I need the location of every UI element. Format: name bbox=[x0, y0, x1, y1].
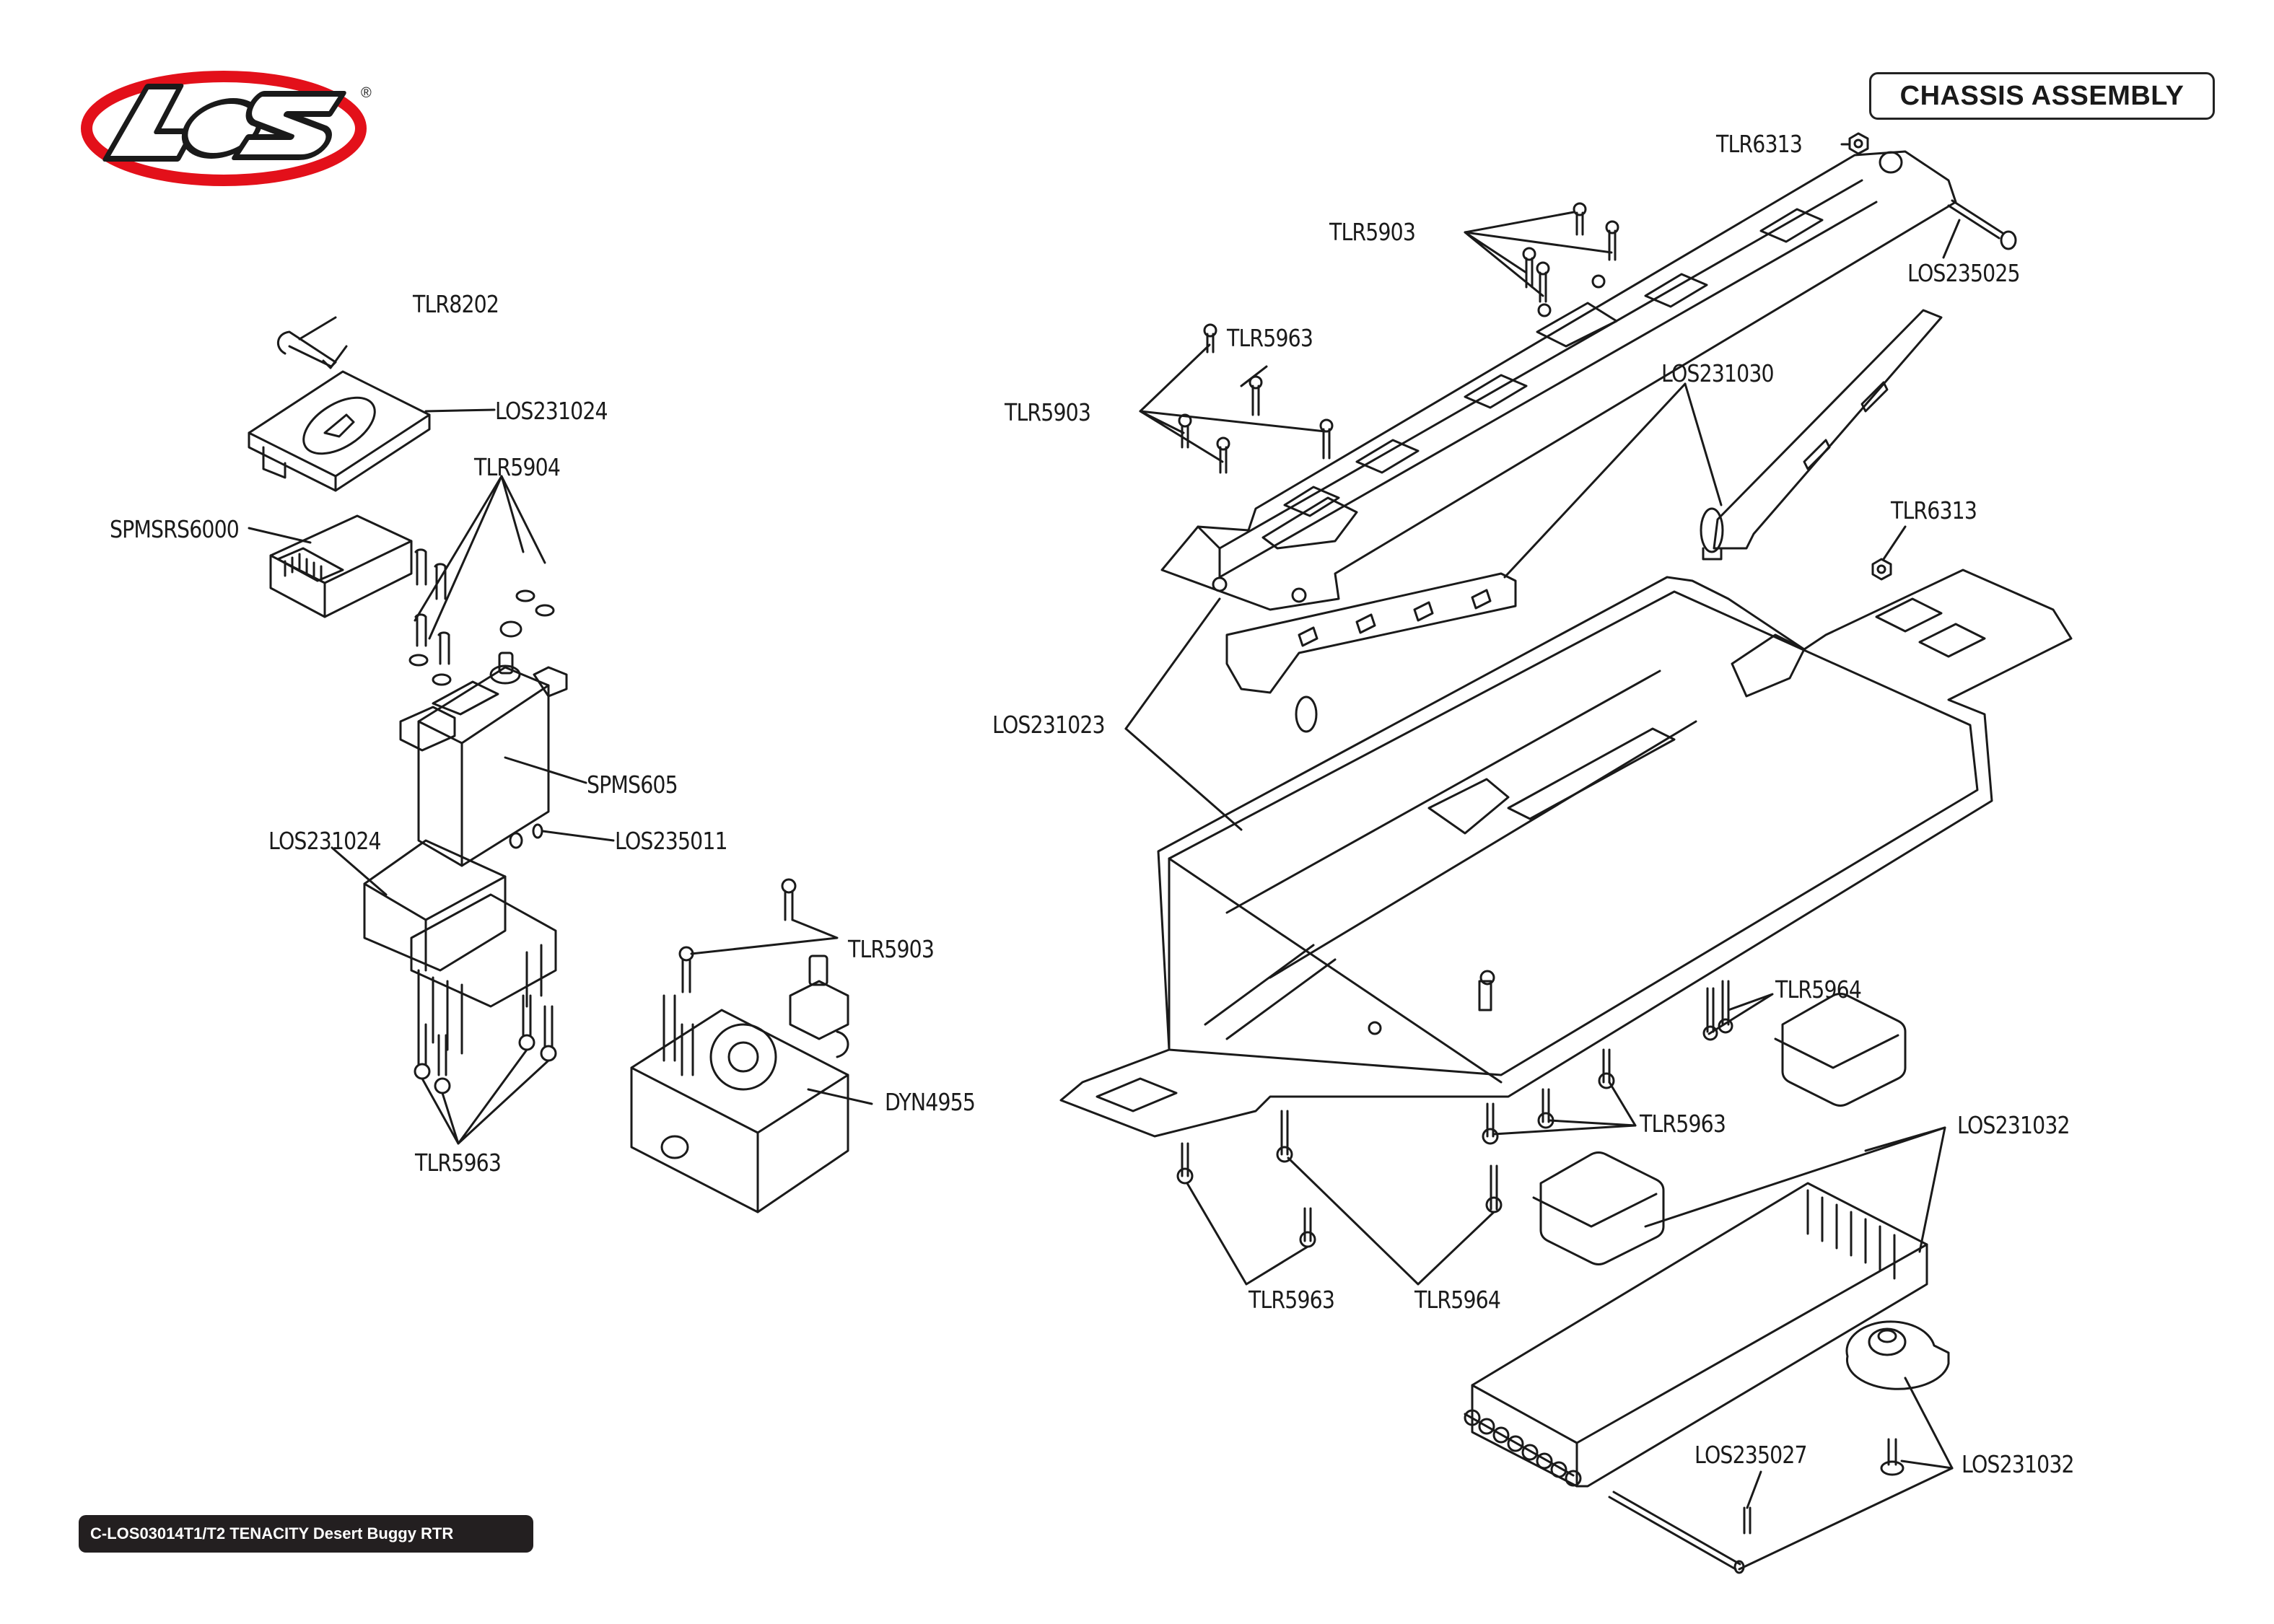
lock-nut-top-drawing bbox=[1850, 133, 1868, 154]
leader-tlr5904-b bbox=[502, 476, 545, 563]
leader-tlr5963-brace bbox=[1241, 367, 1267, 386]
leader-tlr5964-bottom bbox=[1288, 1158, 1494, 1284]
callout-tlr5963-right: TLR5963 bbox=[1640, 1110, 1726, 1138]
leader-los231032-foam-b bbox=[1866, 1128, 1945, 1151]
section-title-box: CHASSIS ASSEMBLY bbox=[1869, 72, 2215, 120]
callout-los231032-foam: LOS231032 bbox=[1957, 1111, 2070, 1139]
callout-tlr5964-bottom: TLR5964 bbox=[1414, 1286, 1501, 1314]
foam-block-lower-drawing bbox=[1534, 1153, 1663, 1265]
hinge-set-screw-drawing bbox=[1744, 1508, 1750, 1533]
leader-los231032-latch-c bbox=[1739, 1468, 1952, 1569]
callout-tlr5963-left: TLR5963 bbox=[415, 1149, 502, 1177]
leader-los231032-latch-b bbox=[1902, 1461, 1952, 1468]
deck-screws-mid-drawing bbox=[1179, 325, 1332, 473]
leader-los231032-tray bbox=[1920, 1128, 1945, 1252]
callout-tlr5904: TLR5904 bbox=[474, 453, 561, 481]
callout-los231023: LOS231023 bbox=[992, 711, 1106, 739]
logo-letters bbox=[102, 84, 346, 162]
callout-spmsrs6000: SPMSRS6000 bbox=[110, 515, 240, 543]
set-screw-drawing bbox=[533, 825, 542, 838]
battery-tray-drawing bbox=[1465, 1183, 1927, 1486]
callout-los235025: LOS235025 bbox=[1907, 259, 2021, 287]
latch-screw-drawing bbox=[1881, 1439, 1903, 1475]
leader-dyn4955 bbox=[808, 1089, 872, 1104]
chassis-screws-5964-bottom-drawing bbox=[1277, 1111, 1501, 1212]
callout-los231032-latch: LOS231032 bbox=[1962, 1450, 2075, 1478]
top-deck-drawing bbox=[1162, 152, 1956, 610]
callout-tlr6313-right: TLR6313 bbox=[1891, 496, 1977, 524]
callout-los231024-lid: LOS231024 bbox=[495, 397, 608, 425]
servo-screws-drawing bbox=[410, 550, 554, 685]
callout-tlr5964-top: TLR5964 bbox=[1775, 975, 1862, 1004]
leader-los231023-chassis bbox=[1126, 729, 1241, 830]
esc-screws-drawing bbox=[680, 879, 795, 992]
leader-los231024-lid bbox=[426, 410, 494, 411]
front-brace-drawing bbox=[1227, 574, 1516, 732]
leader-los231023-deck bbox=[1126, 599, 1220, 729]
lock-nut-right-drawing bbox=[1873, 559, 1891, 579]
callout-los231030: LOS231030 bbox=[1661, 359, 1775, 387]
leader-los231024-box bbox=[332, 848, 386, 895]
callout-tlr5963-bottom: TLR5963 bbox=[1248, 1286, 1335, 1314]
registered-mark: ® bbox=[361, 85, 372, 101]
foam-block-upper-drawing bbox=[1775, 994, 1905, 1106]
chassis-screws-5963-right-drawing bbox=[1483, 1050, 1614, 1144]
battery-latch-drawing bbox=[1847, 1322, 1949, 1389]
callout-tlr5903-top: TLR5903 bbox=[1329, 218, 1416, 246]
losi-logo bbox=[81, 71, 367, 186]
callout-tlr6313-top: TLR6313 bbox=[1716, 130, 1803, 158]
callout-tlr5963-brace: TLR5963 bbox=[1227, 324, 1313, 352]
callout-spms605: SPMS605 bbox=[587, 771, 678, 799]
leader-tlr5963-right-a bbox=[1494, 1120, 1635, 1134]
callout-tlr8202: TLR8202 bbox=[413, 290, 499, 318]
body-clip-drawing bbox=[278, 332, 346, 368]
leader-tlr5903-mid-a bbox=[1140, 345, 1325, 431]
logo-ring bbox=[81, 71, 367, 186]
leader-spms605 bbox=[505, 758, 586, 783]
leader-spmsrs6000 bbox=[249, 528, 310, 543]
leader-tlr5963-bottom bbox=[1187, 1183, 1308, 1284]
leader-los235011 bbox=[543, 831, 613, 840]
leader-tlr5903-top-b bbox=[1465, 232, 1543, 296]
footer-model-text: C-LOS03014T1/T2 TENACITY Desert Buggy RT… bbox=[90, 1524, 454, 1542]
leader-tlr6313-right bbox=[1884, 527, 1905, 559]
leader-los231032-foam-a bbox=[1645, 1128, 1945, 1226]
leader-tlr5963-right-b bbox=[1609, 1082, 1635, 1125]
callout-los235011: LOS235011 bbox=[615, 827, 728, 855]
section-title: CHASSIS ASSEMBLY bbox=[1899, 80, 2185, 111]
receiver-drawing bbox=[271, 516, 411, 617]
esc-drawing bbox=[631, 956, 848, 1212]
leader-tlr5903-mid-b bbox=[1140, 411, 1223, 462]
leader-los235025 bbox=[1943, 220, 1959, 258]
callout-los231024-box: LOS231024 bbox=[268, 827, 382, 855]
callout-los235027: LOS235027 bbox=[1694, 1441, 1808, 1469]
leader-los235027 bbox=[1747, 1472, 1761, 1508]
callout-tlr5903-mid: TLR5903 bbox=[1005, 398, 1091, 426]
leader-tlr5904-a bbox=[415, 476, 502, 638]
rear-brace-drawing bbox=[1701, 310, 1941, 559]
main-chassis-drawing bbox=[1061, 570, 2071, 1136]
leader-tlr8202 bbox=[299, 317, 336, 339]
leader-los231030-a bbox=[1685, 384, 1721, 505]
callout-tlr5903-esc: TLR5903 bbox=[848, 935, 935, 963]
servo-drawing bbox=[401, 653, 567, 866]
box-screws-drawing bbox=[415, 996, 556, 1093]
chassis-screws-5963-bottom-drawing bbox=[1178, 1144, 1315, 1247]
servo-box-drawing bbox=[364, 833, 556, 1053]
leader-tlr5963-left-a bbox=[422, 1079, 458, 1144]
receiver-lid-drawing bbox=[249, 372, 429, 491]
hinge-pin-drawing bbox=[1609, 1492, 1744, 1573]
leader-tlr5964-top bbox=[1709, 994, 1772, 1034]
leader-los231032-latch-a bbox=[1905, 1378, 1952, 1468]
leader-tlr5903-esc bbox=[691, 920, 837, 954]
leader-los231030-b bbox=[1505, 384, 1685, 577]
leader-tlr5963-left-b bbox=[458, 1050, 548, 1144]
long-screw-drawing bbox=[1949, 201, 2016, 249]
callout-dyn4955: DYN4955 bbox=[885, 1088, 976, 1116]
chassis-screws-5964-top-drawing bbox=[1704, 981, 1732, 1040]
footer-model-bar: C-LOS03014T1/T2 TENACITY Desert Buggy RT… bbox=[79, 1515, 533, 1553]
